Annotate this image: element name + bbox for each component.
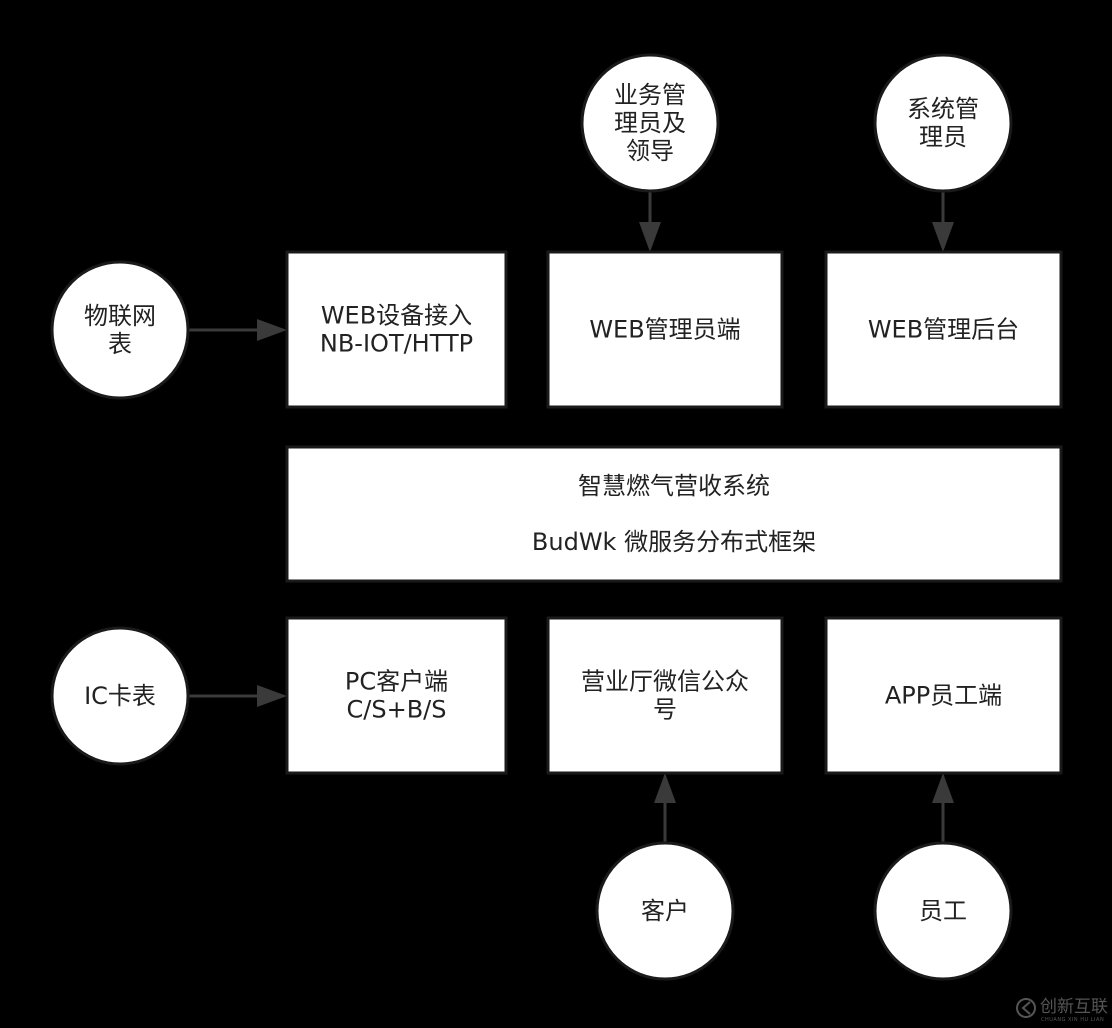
node-web-backend: WEB管理后台 xyxy=(824,250,1063,409)
watermark-logo-icon xyxy=(1016,998,1036,1018)
node-core-system: 智慧燃气营收系统 BudWk 微服务分布式框架 xyxy=(285,445,1063,583)
node-label-line: PC客户端 xyxy=(345,668,448,696)
node-label-line: APP员工端 xyxy=(885,682,1002,710)
node-shape-box xyxy=(546,616,784,775)
arrowhead-icon xyxy=(257,319,287,341)
node-label-line: 理员及 xyxy=(614,109,686,137)
watermark-text: 创新互联 xyxy=(1040,997,1108,1017)
node-shape-box xyxy=(824,250,1063,409)
node-shape-circle xyxy=(580,53,720,193)
node-app-staff: APP员工端 xyxy=(824,616,1063,775)
edge-sys-admin-to-web-backend xyxy=(932,191,954,252)
node-shape-circle xyxy=(873,53,1013,193)
node-customer: 客户 xyxy=(595,841,735,981)
node-shape-circle xyxy=(50,260,190,400)
node-shape-circle xyxy=(595,841,735,981)
node-label-line: WEB设备接入 xyxy=(321,302,472,330)
node-shape-box xyxy=(285,445,1063,583)
node-shape-circle xyxy=(50,626,190,766)
edges-layer xyxy=(188,191,954,843)
node-web-admin: WEB管理员端 xyxy=(546,250,784,409)
arrowhead-icon xyxy=(932,222,954,252)
node-label-line: BudWk 微服务分布式框架 xyxy=(532,528,816,556)
node-label-line: 业务管 xyxy=(614,81,686,109)
arrowhead-icon xyxy=(639,222,661,252)
node-shape-box xyxy=(285,616,508,775)
edge-iot-meter-to-web-device xyxy=(188,319,287,341)
edge-customer-to-wechat-account xyxy=(654,773,676,843)
node-label-line: 智慧燃气营收系统 xyxy=(578,472,770,500)
node-label-line: WEB管理后台 xyxy=(868,316,1019,344)
node-label-line: 系统管 xyxy=(907,95,979,123)
edge-ic-meter-to-pc-client xyxy=(188,685,287,707)
node-label-line: 营业厅微信公众 xyxy=(581,668,749,696)
node-label-line: 物联网 xyxy=(84,302,156,330)
node-shape-box xyxy=(546,250,784,409)
node-label-line: NB-IOT/HTTP xyxy=(320,330,473,358)
node-label-line: WEB管理员端 xyxy=(589,316,740,344)
node-shape-box xyxy=(824,616,1063,775)
node-shape-box xyxy=(285,250,508,409)
arrowhead-icon xyxy=(257,685,287,707)
node-label-line: 理员 xyxy=(919,123,967,151)
watermark: 创新互联 CHUANG XIN HU LIAN xyxy=(1016,997,1108,1023)
node-ic-meter: IC卡表 xyxy=(50,626,190,766)
arrowhead-icon xyxy=(654,773,676,803)
watermark-subtext: CHUANG XIN HU LIAN xyxy=(1041,1017,1104,1023)
node-label-line: 领导 xyxy=(626,137,674,165)
node-label-line: 表 xyxy=(108,330,132,358)
node-label-line: 客户 xyxy=(641,897,689,925)
node-shape-circle xyxy=(873,841,1013,981)
node-label-line: 号 xyxy=(653,696,677,724)
edge-biz-admin-to-web-admin xyxy=(639,191,661,252)
arrowhead-icon xyxy=(932,773,954,803)
node-staff: 员工 xyxy=(873,841,1013,981)
node-label-line: C/S+B/S xyxy=(347,696,447,724)
edge-staff-to-app-staff xyxy=(932,773,954,843)
node-label-line: IC卡表 xyxy=(84,682,156,710)
node-label-line: 员工 xyxy=(919,897,967,925)
